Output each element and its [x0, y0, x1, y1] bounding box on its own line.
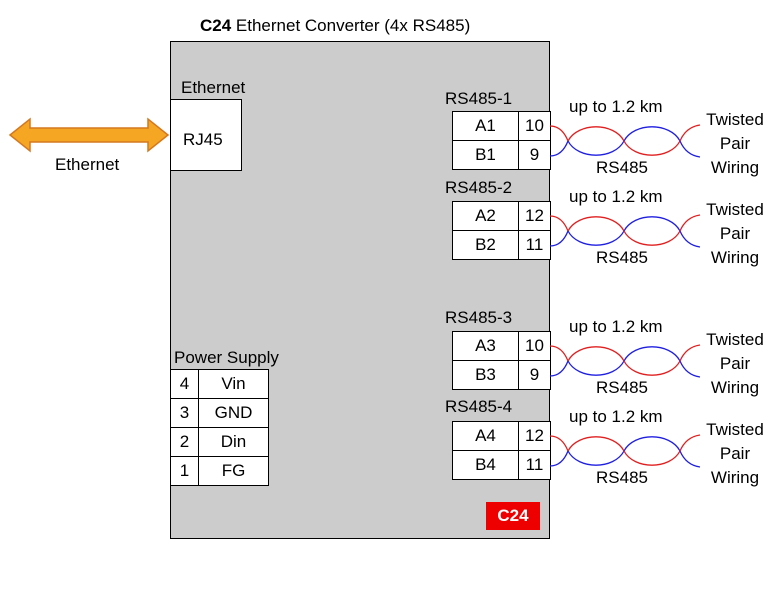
ethernet-arrow-icon [8, 117, 170, 153]
wiring-line: Twisted [706, 330, 764, 349]
wiring-line: Pair [719, 134, 751, 153]
wiring-line: Pair [719, 224, 751, 243]
rj45-label: RJ45 [183, 130, 223, 149]
ethernet-port-label: Ethernet [181, 78, 246, 97]
terminal-pin: 11 [518, 230, 551, 260]
rs485-4-wiring-label: Twisted Pair Wiring [696, 418, 774, 490]
rs485-2-label: RS485-2 [445, 178, 513, 197]
terminal-signal: A2 [452, 201, 519, 231]
wiring-line: Pair [719, 354, 751, 373]
terminal-pin: 11 [518, 450, 551, 480]
rs485-1-wiring-label: Twisted Pair Wiring [696, 108, 774, 180]
diagram-title: C24 Ethernet Converter (4x RS485) [200, 16, 470, 36]
terminal-pin: 10 [518, 111, 551, 141]
rs485-2-wiring-label: Twisted Pair Wiring [696, 198, 774, 270]
pin-number: 1 [170, 456, 199, 486]
wiring-line: Wiring [710, 248, 760, 267]
twisted-pair-wires [549, 124, 701, 468]
rs485-2-distance: up to 1.2 km [569, 187, 663, 206]
twisted-pair-2 [549, 214, 701, 248]
pin-name: FG [198, 456, 269, 486]
wiring-line: Twisted [706, 110, 764, 129]
twisted-pair-3 [549, 344, 701, 378]
terminal-signal: A1 [452, 111, 519, 141]
terminal-signal: B1 [452, 140, 519, 170]
terminal-signal: B3 [452, 360, 519, 390]
terminal-pin: 12 [518, 201, 551, 231]
pin-name: Vin [198, 369, 269, 399]
pin-number: 4 [170, 369, 199, 399]
terminal-pin: 9 [518, 140, 551, 170]
rs485-4-distance: up to 1.2 km [569, 407, 663, 426]
wiring-line: Pair [719, 444, 751, 463]
rs485-3-distance: up to 1.2 km [569, 317, 663, 336]
twisted-pair-4 [549, 434, 701, 468]
rs485-1-label: RS485-1 [445, 89, 513, 108]
pin-number: 2 [170, 427, 199, 457]
power-pin-row: 2 Din [170, 427, 269, 457]
rs485-3-wiring-label: Twisted Pair Wiring [696, 328, 774, 400]
title-brand: C24 [200, 16, 232, 35]
terminal-pin: 9 [518, 360, 551, 390]
title-text: Ethernet Converter (4x RS485) [231, 16, 471, 35]
c24-badge: C24 [486, 502, 540, 530]
wiring-line: Twisted [706, 420, 764, 439]
rs485-3-label: RS485-3 [445, 308, 513, 327]
pin-number: 3 [170, 398, 199, 428]
twisted-pair-1 [549, 124, 701, 158]
power-supply-label: Power Supply [174, 348, 279, 367]
pin-name: Din [198, 427, 269, 457]
rs485-2-cable-label: RS485 [596, 248, 648, 267]
rs485-1-cable-label: RS485 [596, 158, 648, 177]
wiring-line: Twisted [706, 200, 764, 219]
power-pin-row: 4 Vin [170, 369, 269, 399]
rs485-4-cable-label: RS485 [596, 468, 648, 487]
rs485-4-label: RS485-4 [445, 397, 513, 416]
power-terminal: 4 Vin 3 GND 2 Din 1 FG [170, 369, 269, 486]
wiring-line: Wiring [710, 158, 760, 177]
wiring-line: Wiring [710, 468, 760, 487]
terminal-signal: B2 [452, 230, 519, 260]
rs485-3-cable-label: RS485 [596, 378, 648, 397]
ethernet-external-label: Ethernet [55, 155, 120, 174]
rj45-connector: RJ45 [170, 99, 242, 171]
wiring-line: Wiring [710, 378, 760, 397]
power-pin-row: 1 FG [170, 456, 269, 486]
rs485-1-distance: up to 1.2 km [569, 97, 663, 116]
